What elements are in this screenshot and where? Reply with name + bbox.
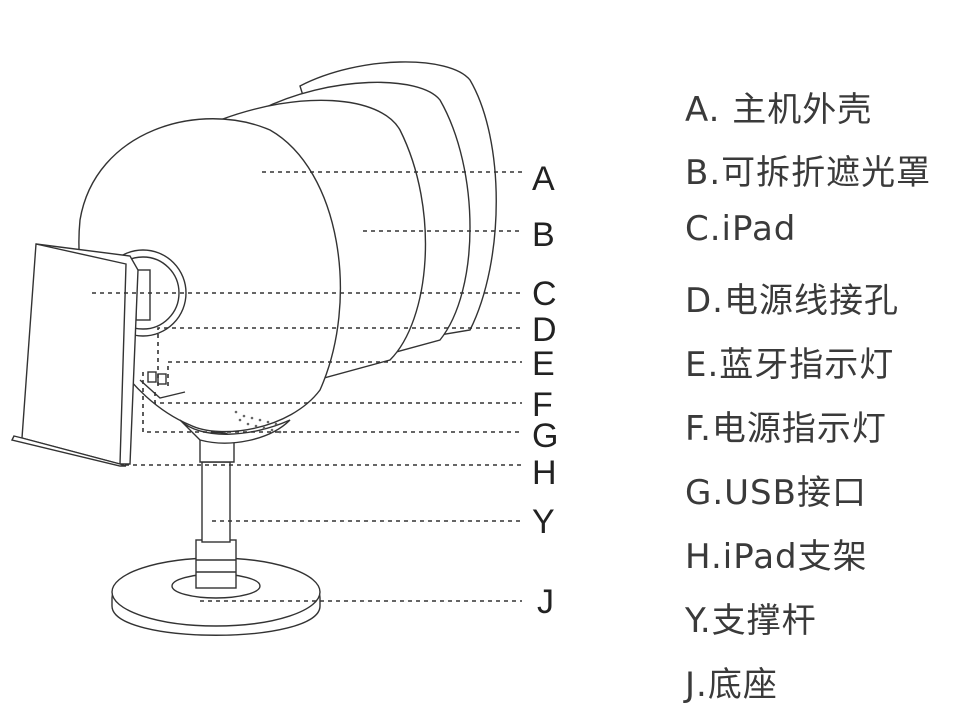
callout-letter-c: C [532, 275, 557, 313]
speaker-grille [234, 410, 282, 434]
callout-letter-d: D [532, 311, 557, 349]
callout-letter-a: A [532, 160, 555, 198]
callout-letter-b: B [532, 216, 555, 254]
callout-letter-e: E [532, 345, 555, 383]
pole-drawing [195, 431, 237, 589]
callout-letter-f: F [532, 386, 553, 424]
legend-item-j: J.底座 [685, 665, 778, 705]
legend-item-d: D.电源线接孔 [685, 281, 899, 321]
legend-item-c: C.iPad [685, 209, 797, 249]
legend-item-b: B.可拆折遮光罩 [685, 153, 932, 193]
callout-letter-j: J [537, 583, 554, 621]
legend-item-e: E.蓝牙指示灯 [685, 345, 895, 385]
callout-letter-g: G [532, 417, 559, 455]
legend-item-y: Y.支撑杆 [685, 601, 817, 641]
ipad-drawing [10, 243, 139, 467]
callout-letter-h: H [532, 454, 557, 492]
legend-item-f: F.电源指示灯 [685, 409, 887, 449]
legend-item-a: A. 主机外壳 [685, 90, 873, 130]
callout-letter-y: Y [532, 503, 555, 541]
legend-item-h: H.iPad支架 [685, 537, 868, 577]
leader-lines [92, 171, 522, 602]
legend-item-g: G.USB接口 [685, 473, 867, 513]
